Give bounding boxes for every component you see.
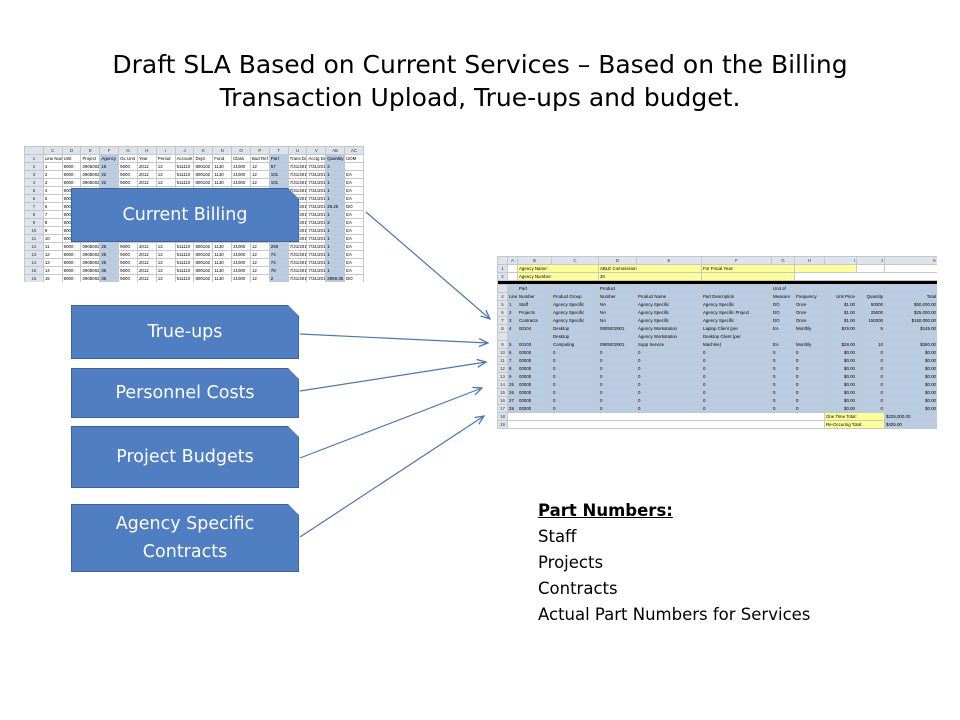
part-numbers-heading: Part Numbers: bbox=[538, 501, 673, 520]
part-numbers-notes: Part Numbers: Staff Projects Contracts A… bbox=[538, 498, 810, 628]
billing-cell: 36 bbox=[99, 274, 120, 282]
billing-cell: 0905002 bbox=[80, 274, 101, 282]
slide-title: Draft SLA Based on Current Services – Ba… bbox=[40, 48, 920, 114]
recurring-total-value: $425.00 bbox=[884, 420, 937, 429]
label-agency-specific-contracts: Agency Specific Contracts bbox=[71, 504, 299, 572]
arrow-true-ups bbox=[299, 333, 488, 343]
slide-title-line-2: Transaction Upload, True-ups and budget. bbox=[219, 83, 741, 112]
arrow-current-billing bbox=[365, 211, 490, 319]
part-number-item-staff: Staff bbox=[538, 527, 577, 546]
billing-cell: 9000 bbox=[61, 274, 82, 282]
label-current-billing: Current Billing bbox=[71, 188, 299, 242]
arrow-project-budgets bbox=[299, 388, 482, 459]
label-true-ups: True-ups bbox=[71, 305, 299, 359]
slide-title-line-1: Draft SLA Based on Current Services – Ba… bbox=[112, 50, 848, 79]
label-project-budgets: Project Budgets bbox=[71, 426, 299, 488]
part-number-item-actual: Actual Part Numbers for Services bbox=[538, 605, 811, 624]
label-personnel-costs: Personnel Costs bbox=[71, 368, 299, 418]
arrow-personnel-costs bbox=[299, 362, 486, 392]
billing-cell: DO bbox=[344, 274, 364, 282]
part-number-item-projects: Projects bbox=[538, 553, 604, 572]
arrow-agency-contracts bbox=[299, 416, 484, 538]
part-number-item-contracts: Contracts bbox=[538, 579, 618, 598]
